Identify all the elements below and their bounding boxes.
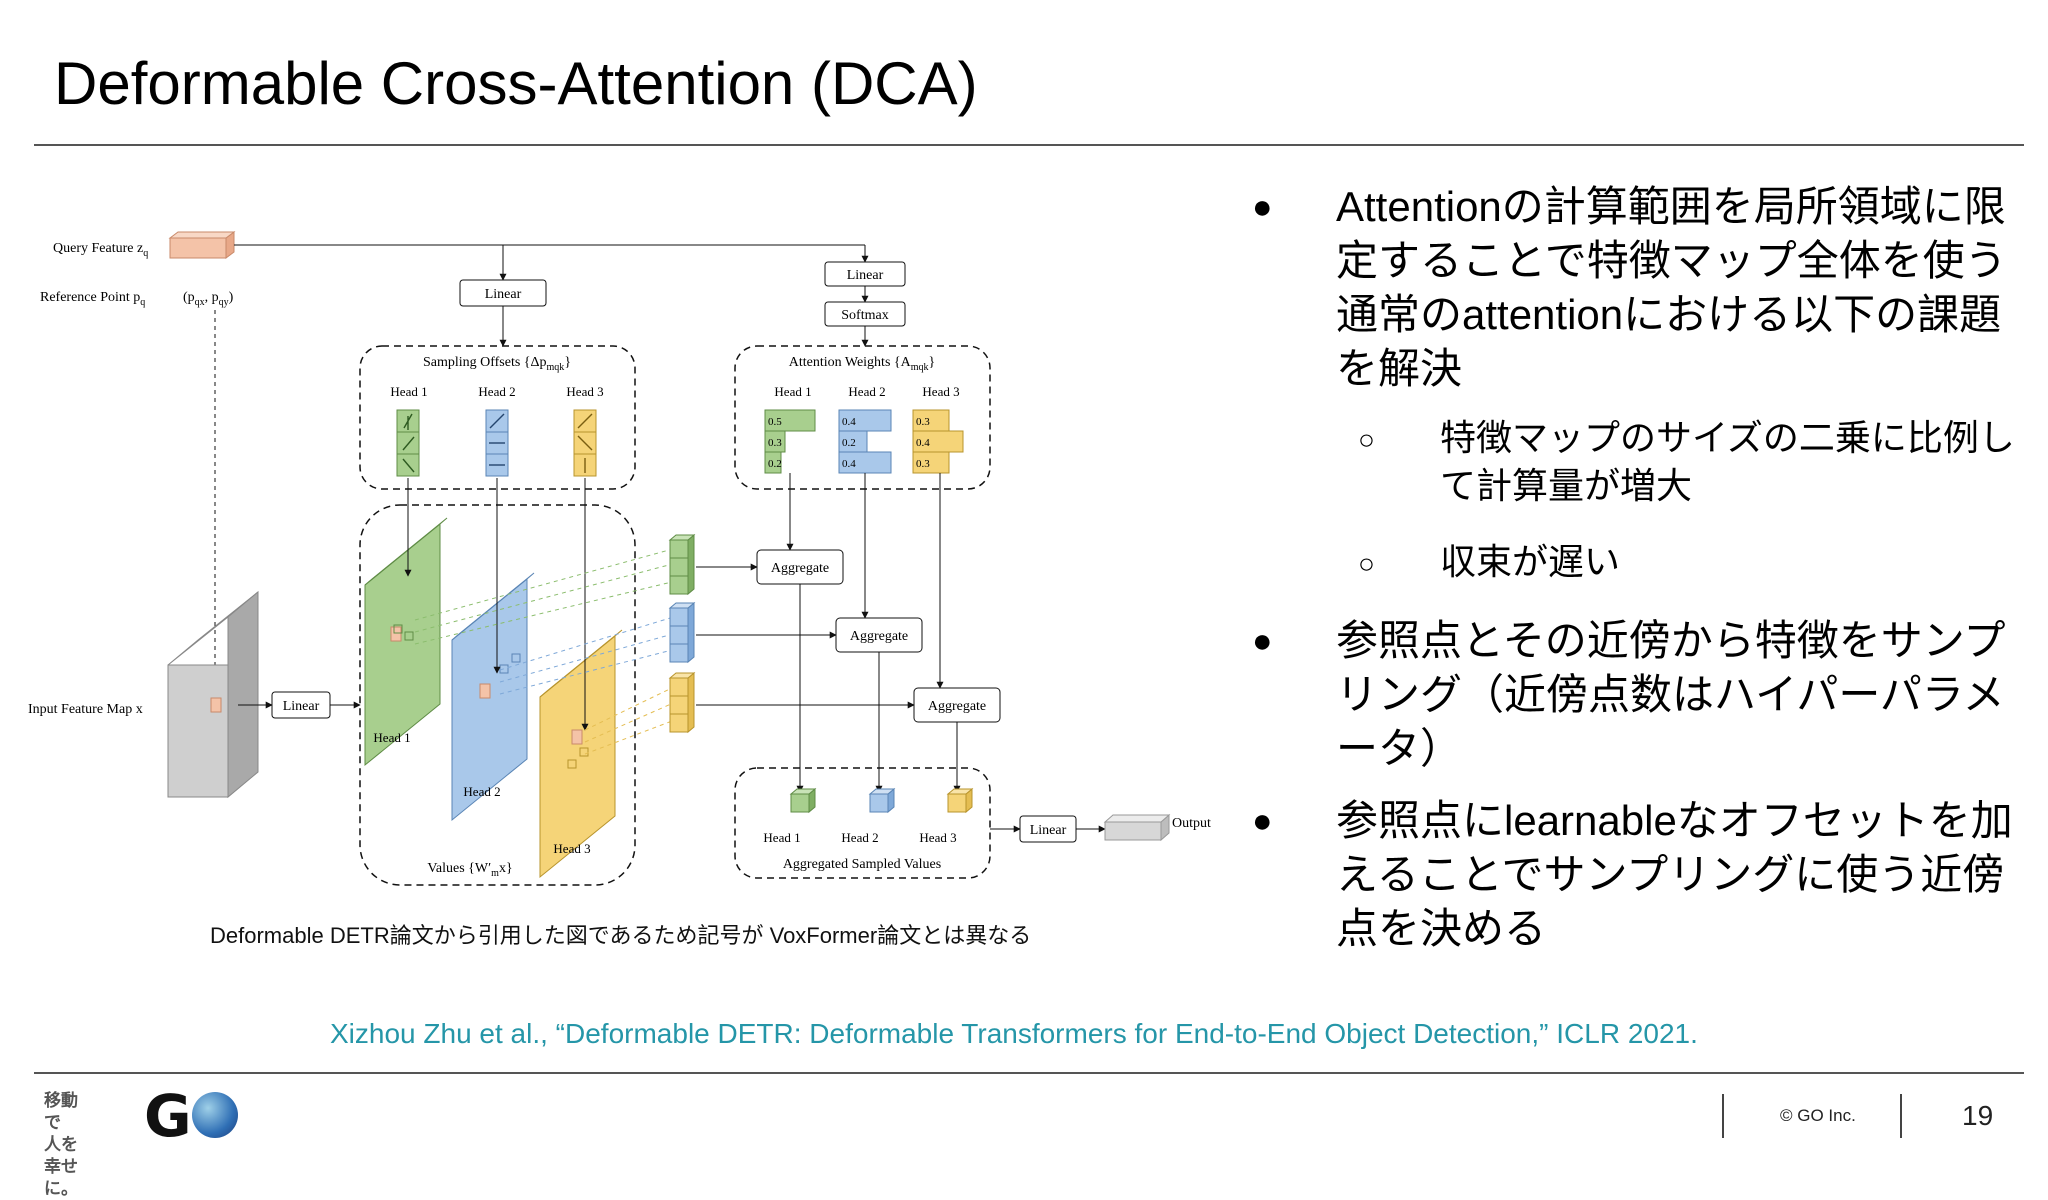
sub-bullet-item: ○ 特徴マップのサイズの二乗に比例して計算量が増大 [1240,414,2030,510]
reference-point-coords: (pqx, pqy) [183,290,234,308]
logo-tagline-line1: 移動で [44,1091,78,1132]
sampling-offsets-box [359,345,636,490]
output-label: Output [1172,816,1211,831]
footer-divider [34,1072,2024,1074]
input-feature-map [167,590,259,799]
aggregated-head-2-label: Head 2 [841,830,878,845]
aggregated-values-box [734,767,991,879]
bullet-marker: ● [1252,622,1273,660]
offset-head-2-label: Head 2 [478,384,515,399]
value-linear-label: Linear [283,699,320,714]
aggregated-head-1-cell [789,787,817,814]
aggregate-label-3: Aggregate [928,699,986,714]
footer-separator [1722,1094,1724,1138]
weight-value: 0.2 [842,437,856,449]
logo-tagline-line2: 人を幸せに。 [44,1135,78,1198]
citation: Xizhou Zhu et al., “Deformable DETR: Def… [330,1018,1698,1049]
bullet-item: ● Attentionの計算範囲を局所領域に限定することで特徴マップ全体を使う通… [1240,180,2030,396]
bullet-marker: ● [1252,188,1273,226]
offset-head-3-cells [573,409,597,477]
weight-value: 0.5 [768,416,782,428]
weight-value: 0.4 [916,437,930,449]
sub-bullet-marker: ○ [1358,548,1375,579]
bullet-text: 参照点とその近傍から特徴をサンプリング（近傍点数はハイパーパラメータ） [1336,617,2006,772]
sub-bullet-text: 特徴マップのサイズの二乗に比例して計算量が増大 [1440,417,2015,506]
weight-linear-label: Linear [847,268,884,283]
logo-globe-icon [192,1092,238,1138]
aggregate-label-2: Aggregate [850,629,908,644]
values-title: Values {W′mx} [427,861,512,879]
bullet-list: ● Attentionの計算範囲を局所領域に限定することで特徴マップ全体を使う通… [1240,180,2030,974]
sampled-values-head-2 [668,601,696,664]
value-head-2-map [451,572,535,822]
weight-head-1-bars: 0.5 0.3 0.2 [764,409,816,474]
offset-head-3-label: Head 3 [566,384,603,399]
figure-caption: Deformable DETR論文から引用した図であるため記号が VoxForm… [210,923,1032,948]
deformable-attention-diagram: Query Feature zq Reference Point pq (pqx… [28,231,1211,886]
sub-bullet-text: 収束が遅い [1440,541,1621,582]
sub-bullet-marker: ○ [1358,424,1375,455]
weight-value: 0.3 [916,458,930,470]
output-block [1103,813,1171,842]
offset-linear-label: Linear [485,287,522,302]
aggregated-head-3-cell [946,787,974,814]
weight-head-3-label: Head 3 [922,384,959,399]
softmax-label: Softmax [841,308,888,323]
attention-weights-box [734,345,991,490]
bullet-text: 参照点にlearnableなオフセットを加えることでサンプリングに使う近傍点を決… [1336,797,2013,952]
value-head-1-map [364,517,448,767]
value-head-1-label: Head 1 [373,730,410,745]
weight-value: 0.4 [842,416,856,428]
page-number: 19 [1962,1100,1994,1131]
query-feature-block [169,237,227,259]
value-head-3-label: Head 3 [553,841,590,856]
aggregated-values-title: Aggregated Sampled Values [783,857,941,872]
weight-value: 0.3 [916,416,930,428]
weight-head-3-bars: 0.3 0.4 0.3 [912,409,964,474]
weight-head-2-bars: 0.4 0.2 0.4 [838,409,892,474]
attention-weights-title: Attention Weights {Amqk} [789,355,936,373]
offset-head-1-label: Head 1 [390,384,427,399]
aggregate-label-1: Aggregate [771,561,829,576]
logo-tagline: 移動で 人を幸せに。 [44,1090,78,1200]
sampling-offsets-title: Sampling Offsets {Δpmqk} [423,355,571,373]
slide-title: Deformable Cross-Attention (DCA) [54,50,978,117]
bullet-marker: ● [1252,802,1273,840]
input-feature-map-label: Input Feature Map x [28,702,143,717]
sub-bullet-item: ○ 収束が遅い [1240,538,2030,586]
weight-value: 0.2 [768,458,782,470]
copyright: © GO Inc. [1780,1106,1856,1125]
offset-head-1-cells [396,409,420,477]
reference-point-label: Reference Point pq [40,290,145,308]
output-linear-label: Linear [1030,823,1067,838]
logo-letter-g: G [144,1082,192,1150]
weight-value: 0.3 [768,437,782,449]
query-feature-label: Query Feature zq [53,241,148,259]
footer-separator [1900,1094,1902,1138]
bullet-item: ● 参照点とその近傍から特徴をサンプリング（近傍点数はハイパーパラメータ） [1240,614,2030,776]
aggregated-head-3-label: Head 3 [919,830,956,845]
sampling-lines [414,546,681,755]
value-head-3-map [539,629,623,879]
bullet-item: ● 参照点にlearnableなオフセットを加えることでサンプリングに使う近傍点… [1240,794,2030,956]
title-divider [34,144,2024,146]
weight-head-2-label: Head 2 [848,384,885,399]
offset-head-2-cells [485,409,509,477]
aggregated-head-1-label: Head 1 [763,830,800,845]
sampled-values-head-1 [668,533,696,596]
sampled-values-head-3 [668,671,696,734]
aggregated-head-2-cell [868,787,896,814]
weight-value: 0.4 [842,458,856,470]
value-head-2-label: Head 2 [463,784,500,799]
weight-head-1-label: Head 1 [774,384,811,399]
bullet-text: Attentionの計算範囲を局所領域に限定することで特徴マップ全体を使う通常の… [1336,183,2007,392]
